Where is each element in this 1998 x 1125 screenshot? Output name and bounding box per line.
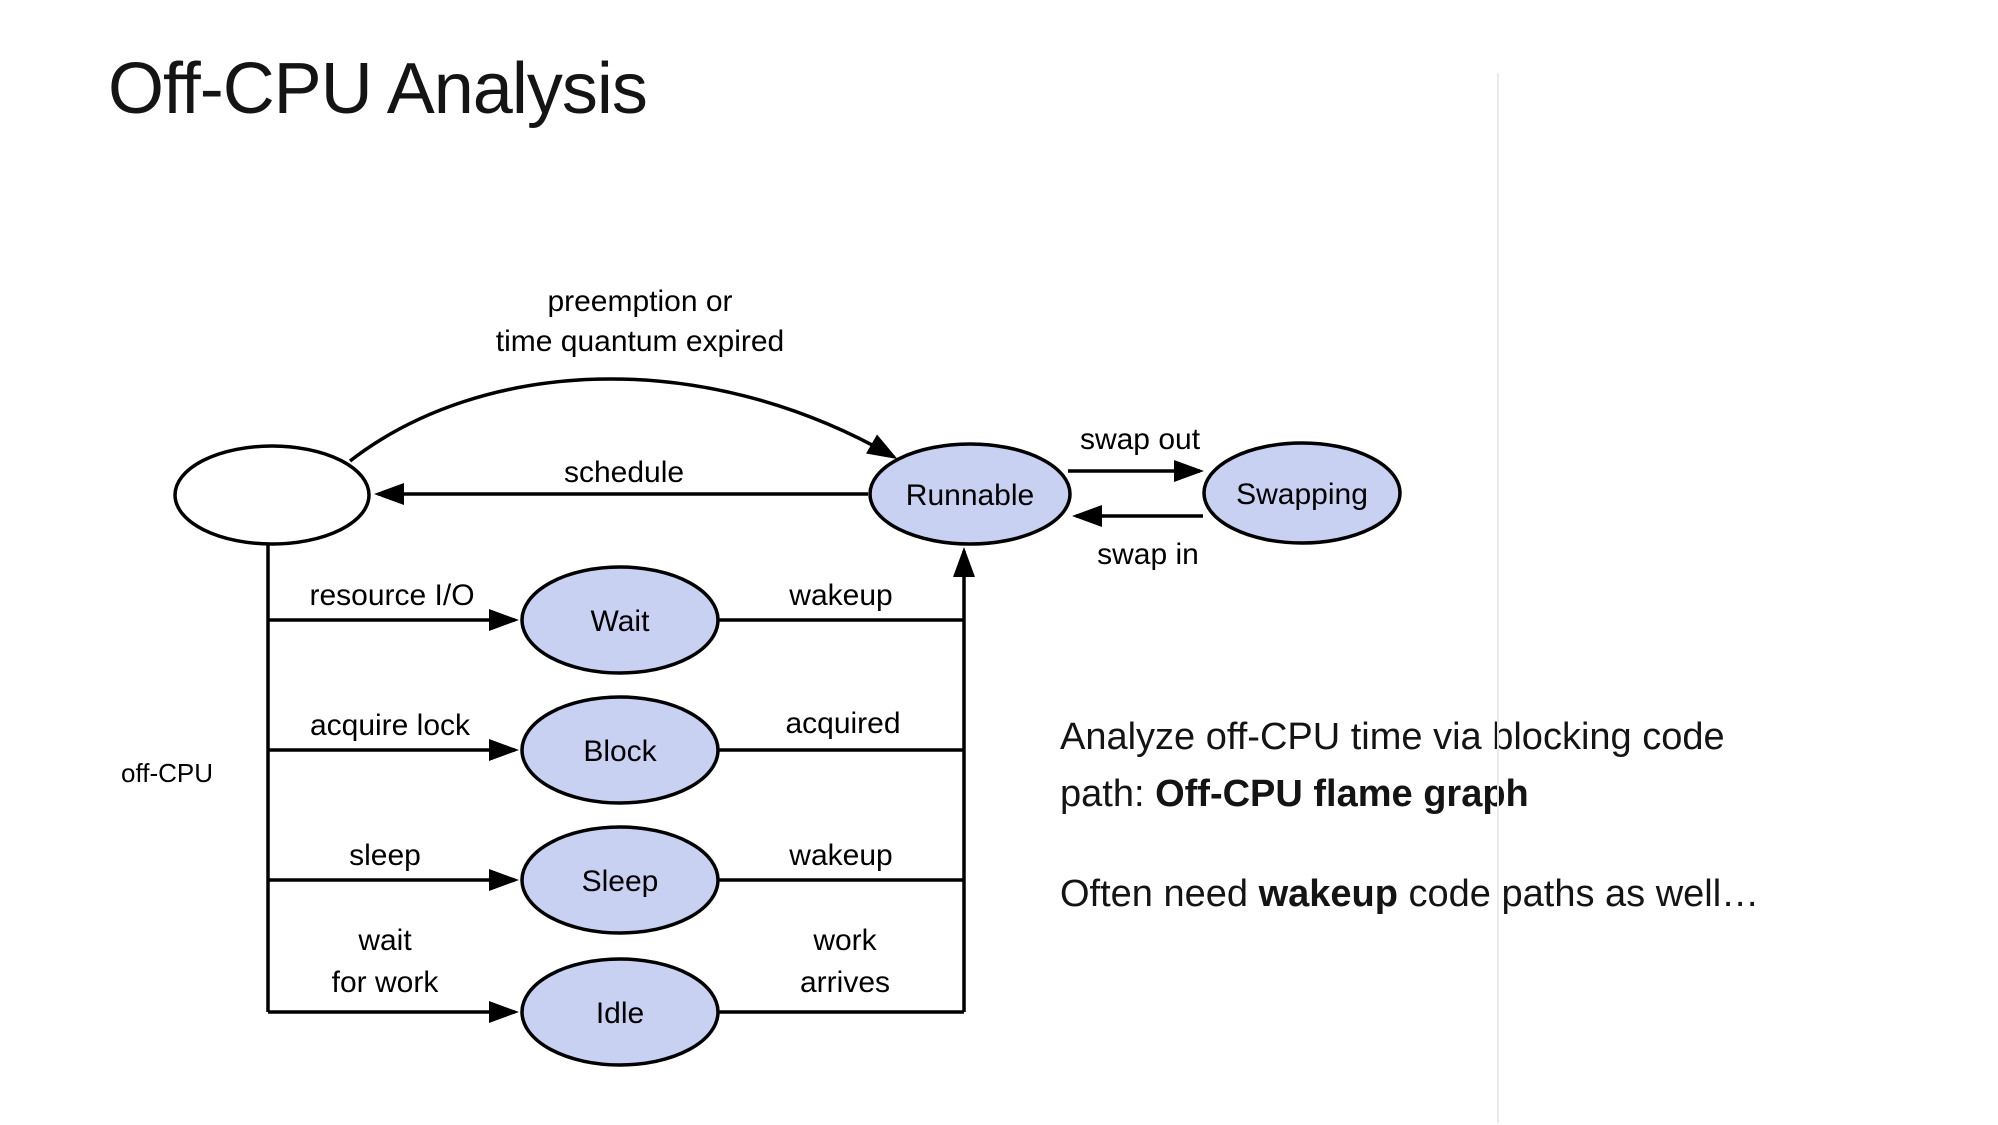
state-ellipse-wait xyxy=(520,565,720,675)
state-ellipse-swapping xyxy=(1202,441,1402,545)
edge-label-resource-io: resource I/O xyxy=(309,579,474,612)
state-label-block: Block xyxy=(583,735,657,768)
edge-label-swap-in: swap in xyxy=(1097,538,1199,571)
slide-title: Off-CPU Analysis xyxy=(108,49,648,129)
edge-label-preemption-line1: preemption or xyxy=(547,285,732,318)
edge-label-schedule: schedule xyxy=(564,456,684,489)
body-paragraph-analyze: Analyze off-CPU time via blocking code pa… xyxy=(1060,709,1960,823)
edge-label-wakeup-from-wait: wakeup xyxy=(788,579,892,612)
body-p2-regular2: code paths as well… xyxy=(1397,873,1760,915)
edge-preemption xyxy=(348,377,898,463)
edge-label-off-cpu: off-CPU xyxy=(121,758,213,788)
edge-label-work-arrives-line2: arrives xyxy=(800,966,890,999)
state-ellipse-sleep xyxy=(520,825,720,935)
body-p2-regular1: Often need xyxy=(1060,873,1259,915)
edge-label-acquired: acquired xyxy=(785,707,900,740)
edge-label-wait-for-work-line2: for work xyxy=(332,966,440,999)
body-p1-line2-bold: Off-CPU flame graph xyxy=(1155,773,1529,815)
body-p2-bold: wakeup xyxy=(1258,873,1398,915)
state-label-sleep: Sleep xyxy=(582,865,659,898)
body-p1-line2-regular: path: xyxy=(1060,773,1156,815)
edge-label-preemption-line2: time quantum expired xyxy=(496,325,785,358)
state-ellipse-runnable xyxy=(868,442,1072,546)
state-label-idle: Idle xyxy=(596,997,644,1030)
body-p1-line1: Analyze off-CPU time via blocking code xyxy=(1060,716,1725,758)
state-ellipse-block xyxy=(520,695,720,805)
edge-label-work-arrives-line1: work xyxy=(812,924,877,957)
slide-edge-divider xyxy=(1497,73,1499,1123)
edge-label-wakeup-from-sleep: wakeup xyxy=(788,839,892,872)
state-label-swapping: Swapping xyxy=(1236,478,1368,511)
body-paragraph-often: Often need wakeup code paths as well… xyxy=(1060,866,1960,923)
edge-label-sleep: sleep xyxy=(349,839,421,872)
edge-label-swap-out: swap out xyxy=(1080,423,1201,456)
state-ellipse-on-cpu xyxy=(173,444,371,546)
edge-label-wait-for-work-line1: wait xyxy=(357,924,412,957)
state-label-wait: Wait xyxy=(591,605,651,638)
body-text-block: Analyze off-CPU time via blocking code pa… xyxy=(1060,709,1960,923)
edge-label-acquire-lock: acquire lock xyxy=(310,709,471,742)
state-label-runnable: Runnable xyxy=(906,479,1034,512)
state-ellipse-idle xyxy=(520,957,720,1067)
